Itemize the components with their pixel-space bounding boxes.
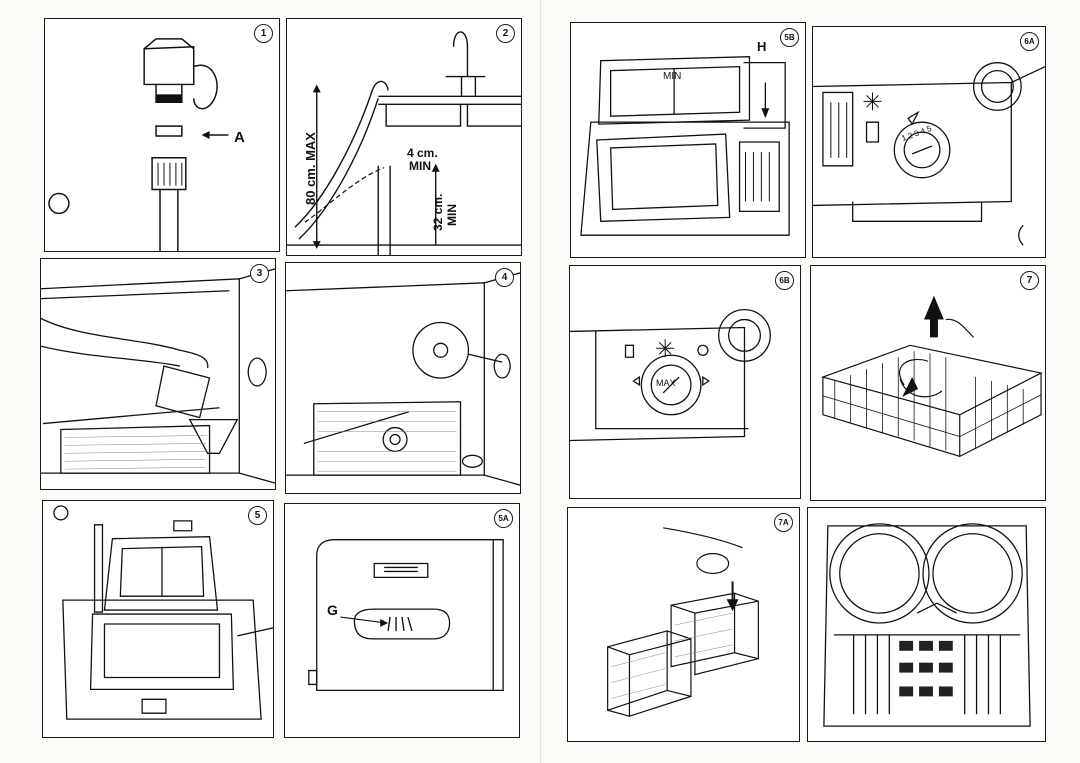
label-4cm-min: MIN <box>409 159 431 173</box>
label-32cm-min: MIN <box>445 204 459 226</box>
panel-1-inlet-hose: 1 A <box>44 18 280 252</box>
rinse-aid-dial-illustration <box>813 62 1045 246</box>
sink-drain-illustration <box>287 31 521 255</box>
filter-assembly-illustration <box>286 272 520 486</box>
label-max: MAX <box>656 378 676 388</box>
panel-number-badge: 6B <box>775 271 794 290</box>
tap-hose-illustration <box>48 38 229 251</box>
fold-line <box>540 0 541 763</box>
label-h: H <box>757 39 767 54</box>
panel-number-badge: 5A <box>494 509 513 528</box>
panel-5-detergent-dispenser: 5 <box>42 500 274 738</box>
panel-5b-dispenser-min: 5B H MIN <box>570 22 806 258</box>
label-4cm: 4 cm. <box>407 146 438 160</box>
door-rinse-aid-illustration <box>308 539 504 692</box>
panel-3-salt-filling: 3 <box>40 258 276 490</box>
panel-6a-rinse-aid-dial: 6A 1 2 3 4 5 <box>812 26 1046 258</box>
panel-number-badge: 4 <box>495 268 514 287</box>
salt-container-illustration <box>41 268 275 484</box>
panel-7-upper-basket: 7 <box>810 265 1046 501</box>
panel-number-badge: 5 <box>248 506 267 525</box>
panel-number-badge: 1 <box>254 24 273 43</box>
panel-number-badge: 3 <box>250 264 269 283</box>
upper-basket-illustration <box>820 295 1043 458</box>
panel-5a-rinse-aid-indicator: 5A G <box>284 503 520 738</box>
panel-number-badge: 7A <box>774 513 793 532</box>
label-a: A <box>234 129 245 146</box>
panel-loading-example <box>807 507 1046 742</box>
dispenser-open-illustration <box>53 505 273 720</box>
panel-7a-cutlery-basket: 7A <box>567 507 800 742</box>
label-32cm: 32 cm. <box>431 193 445 231</box>
panel-2-drain-height: 2 80 cm. MAX 4 cm. MIN 32 cm. MIN <box>286 18 522 256</box>
loaded-rack-illustration <box>823 523 1031 727</box>
panel-4-filters: 4 <box>285 262 521 494</box>
panel-number-badge: 2 <box>496 24 515 43</box>
dispenser-min-illustration <box>580 56 790 236</box>
panel-6b-max-dial: 6B MAX <box>569 265 801 499</box>
label-min: MIN <box>663 71 682 82</box>
label-80cm-max: 80 cm. MAX <box>303 132 318 205</box>
panel-number-badge: 7 <box>1020 271 1039 290</box>
panel-number-badge: 5B <box>780 28 799 47</box>
label-g: G <box>327 602 338 618</box>
max-dial-illustration <box>570 308 771 442</box>
panel-number-badge: 6A <box>1020 32 1039 51</box>
cutlery-basket-illustration <box>607 527 759 718</box>
